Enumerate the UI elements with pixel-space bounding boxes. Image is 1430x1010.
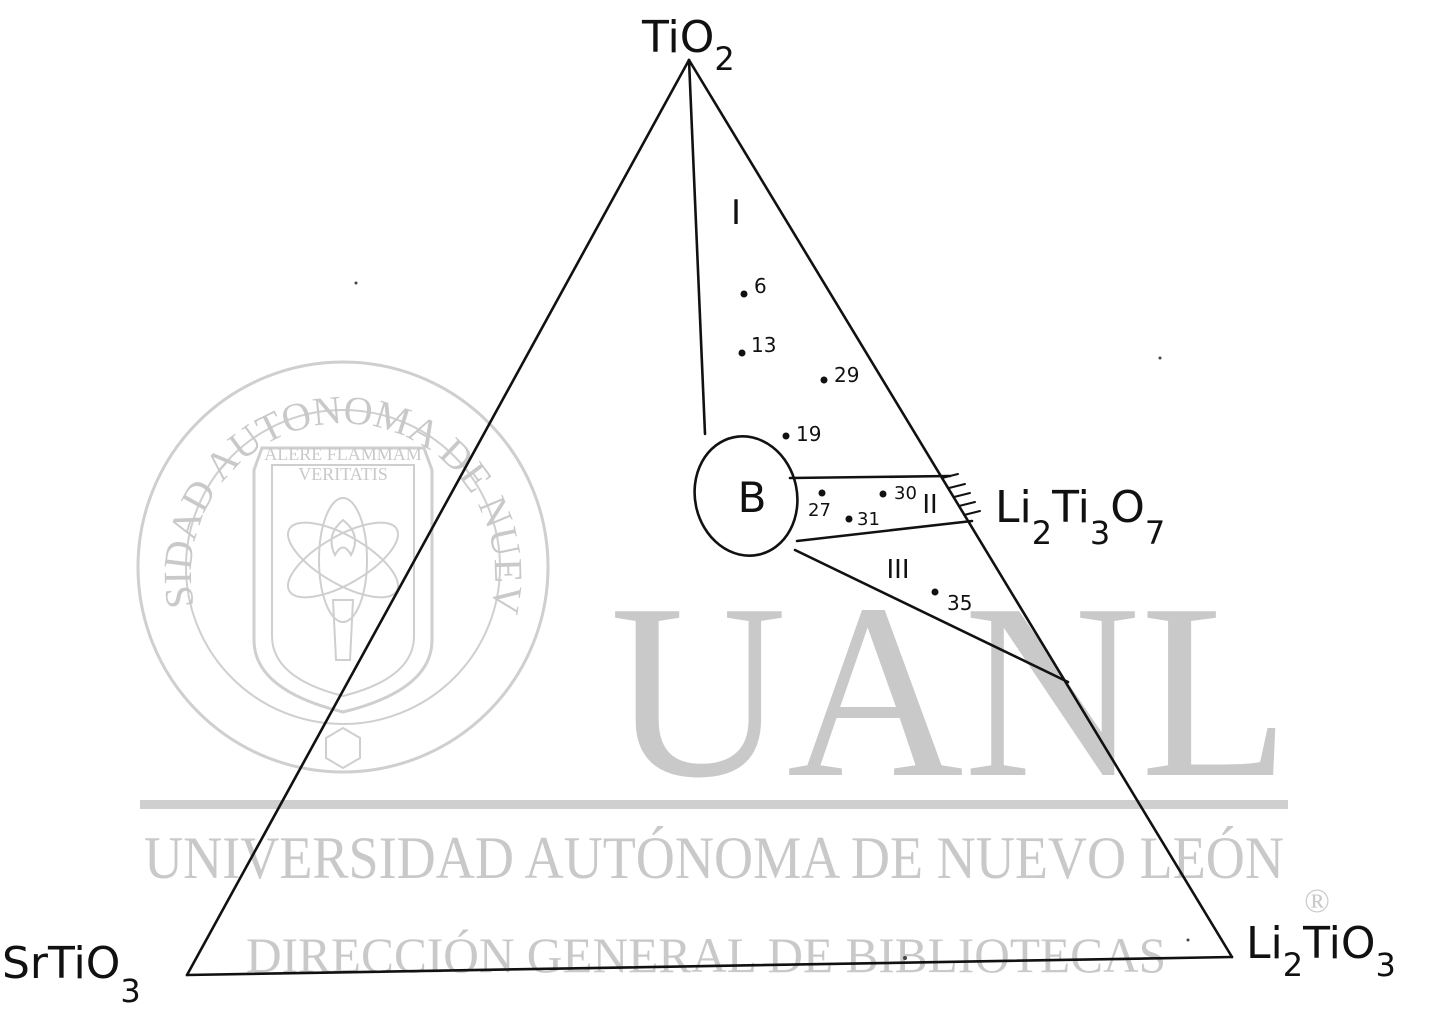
sample-label: 29: [834, 363, 859, 387]
sample-label: 27: [808, 500, 831, 521]
region-label-III: III: [886, 555, 909, 585]
sample-point: 29: [820, 363, 859, 387]
diagram-lines: [185, 58, 1234, 977]
scan-specks: [354, 281, 1190, 960]
sample-dot: [740, 290, 748, 298]
sample-dot: [818, 489, 826, 497]
university-name: UNIVERSIDAD AUTÓNOMA DE NUEVO LEÓN: [144, 825, 1284, 891]
uanl-logo-text: UANL: [610, 553, 1290, 830]
phase-b-ellipse: [693, 435, 799, 557]
sample-dot: [738, 349, 746, 357]
sample-dot: [820, 376, 828, 384]
sample-point: 13: [738, 333, 776, 357]
sample-label: 35: [947, 591, 972, 615]
sample-dot: [931, 588, 939, 596]
compound-label-li2ti3o7: Li2Ti3O7: [995, 482, 1165, 552]
sample-label: 30: [894, 483, 917, 504]
library-division-name: DIRECCIÓN GENERAL DE BIBLIOTECAS: [246, 927, 1166, 983]
region-label-II: II: [922, 490, 937, 520]
watermark-rule: [140, 800, 1288, 809]
seal-motto-line2: VERITATIS: [298, 464, 388, 484]
vertex-label-srtio3: SrTiO3: [2, 938, 141, 1010]
region-label-I: I: [731, 193, 741, 233]
region-II-upper-boundary: [788, 474, 952, 480]
vertex-label-li2tio3: Li2TiO3: [1246, 918, 1396, 984]
seal-motto-line1: ALERE FLAMMAM: [264, 444, 422, 464]
region-II-lower-boundary: [795, 519, 974, 543]
sample-point: 31: [845, 509, 880, 530]
sample-points: 6 13 29 19 27 30 31 35: [738, 274, 972, 615]
sample-point: 35: [931, 588, 972, 615]
sample-point: 19: [782, 422, 821, 446]
sample-point: 6: [740, 274, 767, 298]
vertex-label-tio2: TiO2: [641, 12, 735, 78]
triangle-base-edge: [185, 955, 1234, 977]
registered-mark: ®: [1304, 883, 1330, 920]
region-I-boundary: [687, 58, 707, 436]
sample-label: 19: [796, 422, 821, 446]
sample-point: 27: [808, 489, 831, 521]
triangle-right-edge: [687, 58, 1234, 959]
triangle-left-edge: [185, 58, 691, 977]
sample-point: 30: [879, 483, 917, 504]
sample-label: 31: [857, 509, 880, 530]
edge-hatch-marks: [941, 473, 981, 516]
sample-label: 6: [754, 274, 767, 298]
sample-dot: [879, 490, 887, 498]
sample-dot: [845, 515, 853, 523]
sample-label: 13: [751, 333, 776, 357]
phase-label-b: B: [738, 473, 767, 522]
seal-ring-text: UNIVERSIDAD AUTONOMA DE NUEVO LEON: [0, 0, 531, 617]
sample-dot: [782, 432, 790, 440]
region-III-boundary: [793, 548, 1070, 684]
